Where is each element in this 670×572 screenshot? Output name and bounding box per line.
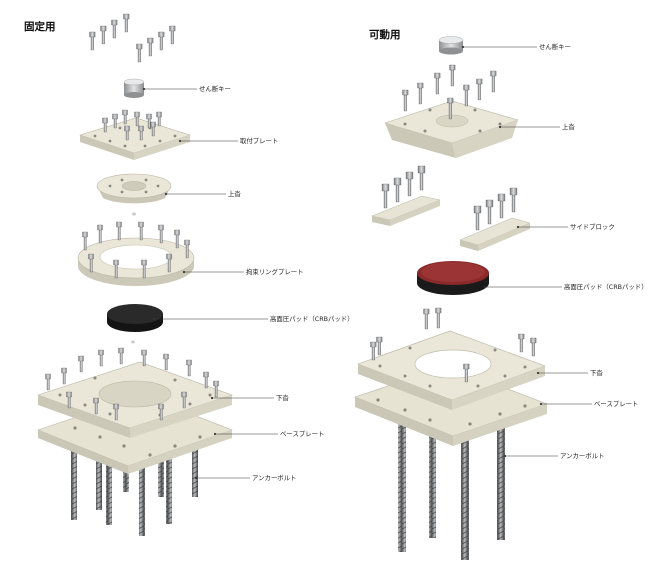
left-title: 固定用 [24, 21, 56, 33]
right-label-anchor-bolt: アンカーボルト [560, 452, 605, 460]
left-label-upper-shoe: 上沓 [228, 190, 241, 198]
left-pad-spacer [131, 340, 135, 344]
left-label-lower-shoe: 下沓 [276, 394, 289, 402]
left-label-pad: 高面圧パッド（CRBパッド） [270, 315, 354, 323]
left-mounting-plate [79, 109, 191, 160]
right-label-shear-key: せん断キー [539, 43, 571, 51]
right-anchor-bolts [398, 412, 505, 560]
left-crb-pad [107, 304, 163, 332]
left-label-mount-plate: 取付プレート [240, 137, 279, 145]
left-label-shear-key: せん断キー [199, 85, 231, 93]
left-label-restraint-ring: 拘束リングプレート [246, 268, 304, 276]
left-loose-bolts [89, 13, 176, 63]
left-leader-lines [142, 87, 278, 480]
left-lower-shoe-bolts [45, 347, 219, 421]
right-lower-shoe [357, 307, 546, 410]
right-side-block-left [371, 165, 441, 226]
right-side-block-right [459, 187, 531, 251]
right-upper-shoe [383, 64, 519, 158]
right-label-upper-shoe: 上沓 [562, 123, 575, 131]
right-label-side-block: サイドブロック [570, 223, 615, 231]
left-upper-shoe [96, 173, 172, 204]
right-label-base-plate: ベースプレート [594, 400, 639, 408]
right-shear-key [438, 36, 464, 55]
right-label-lower-shoe: 下沓 [590, 369, 603, 377]
right-leader-lines [461, 45, 592, 458]
left-label-base-plate: ベースプレート [280, 430, 325, 438]
left-assembly [37, 13, 278, 536]
left-label-anchor-bolt: アンカーボルト [252, 474, 297, 482]
right-crb-pad [417, 261, 489, 295]
right-assembly [354, 36, 592, 560]
left-shear-key [123, 78, 145, 98]
right-label-pad: 高面圧パッド（CRBパッド） [564, 283, 648, 291]
right-title: 可動用 [369, 29, 401, 41]
left-lower-shoe [37, 347, 233, 438]
left-restraint-ring [77, 221, 195, 286]
left-center-pin [131, 212, 137, 216]
